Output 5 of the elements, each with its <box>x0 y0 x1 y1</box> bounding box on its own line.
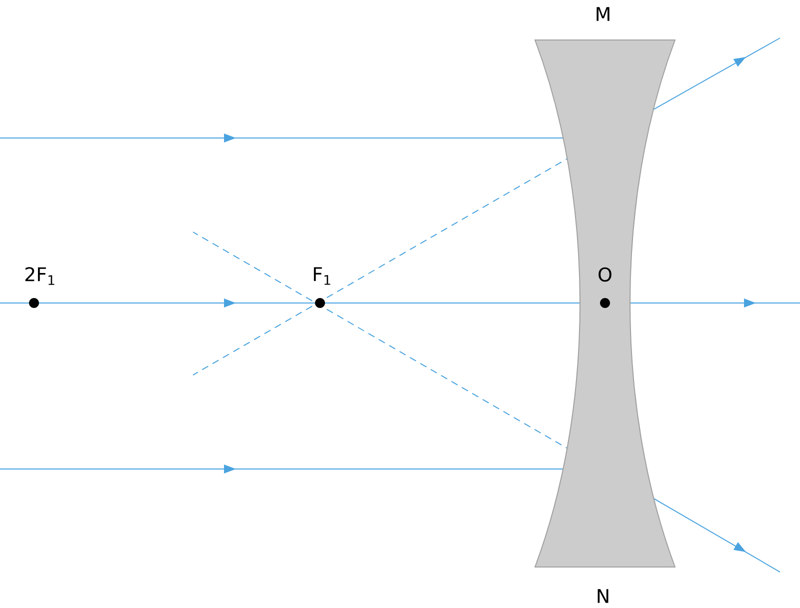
point-label: O <box>598 267 612 282</box>
point-label: 2F$_{1}$ <box>25 267 54 285</box>
lens-end-label: N <box>598 589 608 603</box>
point-label: F$_{1}$ <box>314 267 330 285</box>
lens-end-label: M <box>596 7 610 21</box>
